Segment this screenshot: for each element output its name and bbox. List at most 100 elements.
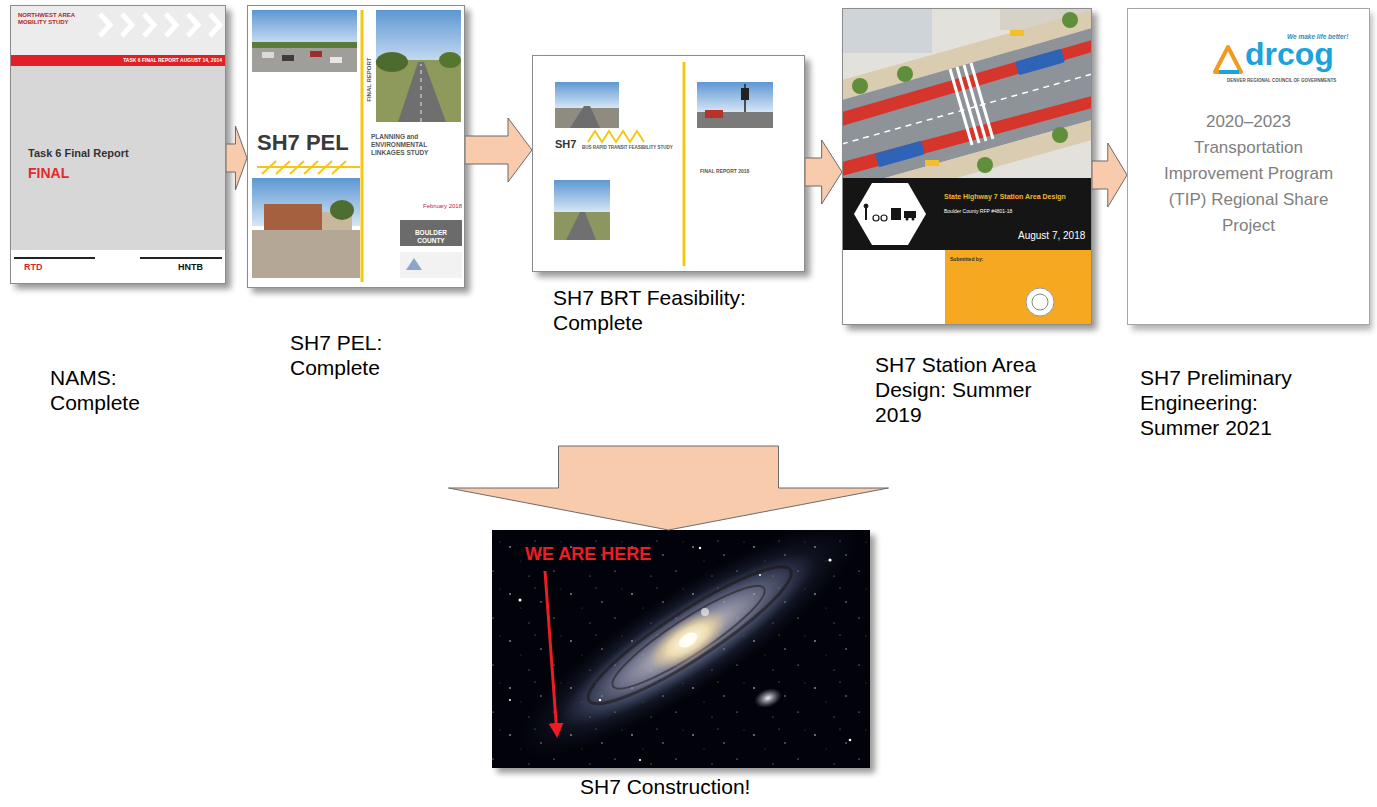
report-cover bbox=[705, 110, 723, 118]
report-cover bbox=[842, 8, 932, 53]
logo-text: NORTHWEST AREA MOBILITY STUDY bbox=[18, 12, 80, 26]
document-thumbnail: FINAL REPORTSH7 PELPLANNING and ENVIRONM… bbox=[247, 5, 465, 384]
report-cover bbox=[683, 62, 686, 266]
report-cover bbox=[588, 131, 644, 142]
report-cover bbox=[854, 183, 926, 245]
report-cover bbox=[144, 14, 154, 36]
report-banner: TASK 6 FINAL REPORT AUGUST 14, 2014 bbox=[102, 57, 222, 63]
report-cover bbox=[1015, 49, 1065, 76]
report-cover bbox=[421, 64, 422, 122]
report-cover bbox=[188, 14, 198, 36]
thumbnail-frame bbox=[492, 530, 870, 768]
galaxy-picture bbox=[509, 699, 511, 701]
report-cover bbox=[361, 10, 364, 282]
report-cover bbox=[1127, 8, 1372, 330]
block-arrow bbox=[1092, 143, 1127, 207]
report-title: SH7 PEL bbox=[257, 130, 349, 156]
report-cover bbox=[406, 258, 422, 270]
pointer-arrow bbox=[545, 571, 557, 735]
thumbnail-frame bbox=[10, 5, 226, 284]
report-cover bbox=[252, 48, 357, 72]
stage-caption: SH7 BRT Feasibility: Complete bbox=[553, 285, 768, 335]
report-cover bbox=[310, 51, 322, 57]
report-cover bbox=[945, 250, 1092, 325]
report-subtitle: Boulder County RFP #4801-18 bbox=[944, 208, 1012, 214]
report-cover bbox=[891, 208, 901, 220]
galaxy-picture bbox=[576, 550, 803, 721]
report-cover bbox=[398, 62, 446, 122]
stage-caption: SH7 Station Area Design: Summer 2019 bbox=[875, 352, 1060, 427]
logo-subtitle: DENVER REGIONAL COUNCIL OF GOVERNMENTS bbox=[1227, 78, 1336, 83]
thumbnail-frame bbox=[532, 55, 805, 272]
report-cover bbox=[532, 55, 805, 272]
report-cover bbox=[140, 257, 222, 259]
report-cover bbox=[864, 204, 868, 208]
galaxy-picture bbox=[603, 573, 774, 701]
report-status: FINAL bbox=[28, 165, 69, 182]
report-cover bbox=[897, 66, 913, 82]
report-cover bbox=[906, 218, 909, 221]
report-cover bbox=[10, 5, 231, 289]
report-cover bbox=[1032, 294, 1048, 310]
report-cover bbox=[262, 52, 274, 58]
galaxy-picture bbox=[699, 547, 701, 549]
report-cover bbox=[210, 14, 220, 36]
report-cover bbox=[439, 52, 461, 68]
block-arrow bbox=[226, 126, 247, 190]
report-cover bbox=[912, 218, 915, 221]
galaxy-picture bbox=[639, 599, 736, 682]
report-cover bbox=[1010, 30, 1024, 36]
report-cover bbox=[262, 161, 346, 174]
document-thumbnail: State Highway 7 Station Area DesignBould… bbox=[842, 8, 1092, 431]
report-cover bbox=[875, 141, 925, 168]
report-cover bbox=[842, 178, 1092, 250]
report-cover bbox=[1026, 288, 1054, 316]
stage-caption: SH7 Preliminary Engineering: Summer 2021 bbox=[1140, 365, 1320, 440]
report-date: August 7, 2018 bbox=[1018, 230, 1085, 242]
report-cover bbox=[257, 166, 360, 168]
report-date: February 2018 bbox=[423, 203, 462, 210]
report-cover bbox=[1127, 8, 1370, 325]
report-cover bbox=[1052, 127, 1068, 143]
callout-label: WE ARE HERE bbox=[525, 544, 651, 566]
report-cover bbox=[554, 180, 610, 212]
report-cover bbox=[122, 14, 132, 36]
report-cover bbox=[865, 208, 867, 220]
block-arrow bbox=[805, 140, 842, 204]
report-cover bbox=[842, 74, 1092, 144]
report-title: State Highway 7 Station Area Design bbox=[944, 193, 1090, 201]
block-arrow bbox=[449, 446, 889, 530]
report-cover bbox=[166, 14, 176, 36]
logo-text: RTD bbox=[24, 262, 43, 273]
galaxy-picture bbox=[752, 685, 784, 711]
report-cover bbox=[10, 5, 226, 55]
client-name: BOULDER COUNTY bbox=[402, 229, 460, 245]
report-cover bbox=[842, 96, 1092, 176]
stage-caption: NAMS: Complete bbox=[50, 365, 150, 415]
report-cover bbox=[971, 63, 993, 139]
thumbnail-frame bbox=[842, 8, 1092, 325]
report-cover bbox=[252, 230, 360, 278]
block-arrow bbox=[465, 118, 532, 182]
report-cover bbox=[330, 200, 354, 220]
report-cover bbox=[1219, 70, 1239, 74]
report-cover bbox=[10, 55, 226, 66]
galaxy-picture bbox=[493, 530, 870, 768]
report-subtitle: BUS RAPID TRANSIT FEASIBILITY STUDY bbox=[582, 145, 673, 150]
document-thumbnail: We make life better!drcogDENVER REGIONAL… bbox=[1127, 8, 1370, 444]
report-cover bbox=[697, 82, 773, 112]
report-cover bbox=[554, 212, 610, 240]
report-cover bbox=[904, 211, 916, 218]
report-cover bbox=[1062, 12, 1078, 28]
report-cover bbox=[532, 55, 810, 277]
report-cover bbox=[252, 42, 357, 49]
report-cover bbox=[842, 8, 1092, 325]
image-panel: WE ARE HERESH7 Construction! bbox=[492, 530, 870, 803]
galaxy-picture bbox=[849, 739, 852, 742]
report-cover bbox=[252, 10, 357, 48]
submitter-label: Submitted by: bbox=[950, 256, 983, 262]
report-cover bbox=[566, 212, 596, 240]
report-cover bbox=[400, 220, 462, 246]
report-cover bbox=[10, 250, 226, 284]
document-thumbnail: NORTHWEST AREA MOBILITY STUDY TASK 6 FINA… bbox=[10, 5, 226, 419]
